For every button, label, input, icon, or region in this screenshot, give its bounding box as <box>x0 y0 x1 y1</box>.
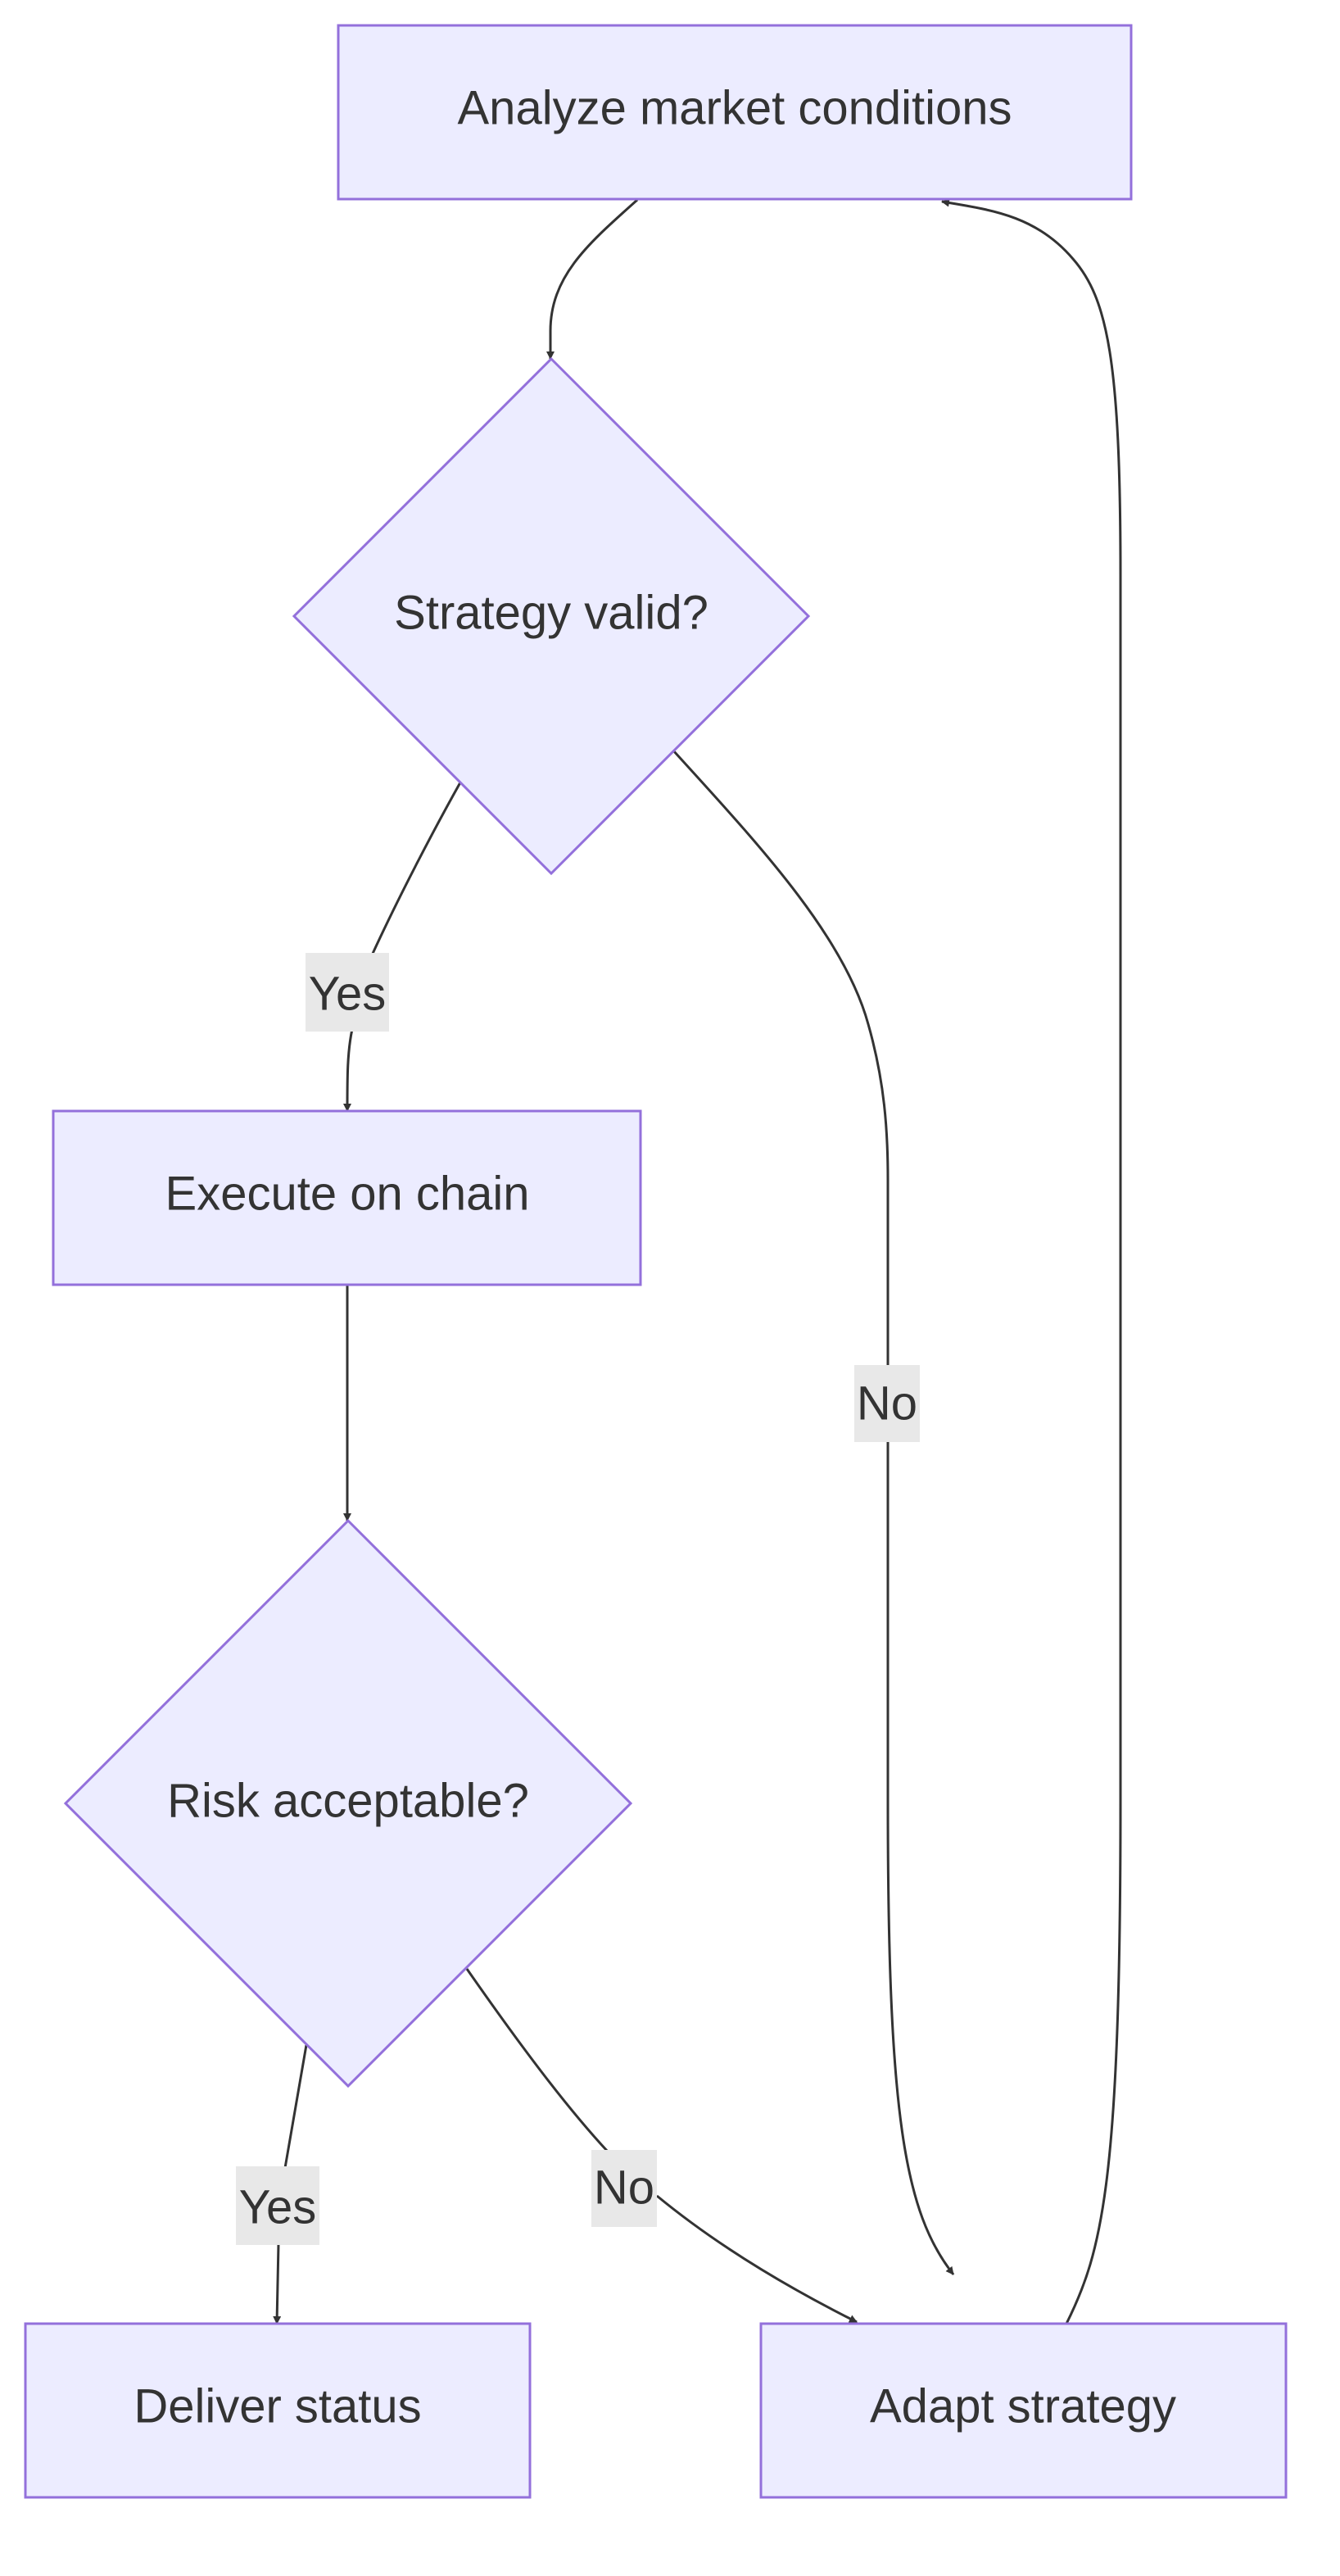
edge-label-bg <box>854 1365 920 1442</box>
edge-analyze-to-strategy <box>546 198 639 360</box>
edge-label-text: Yes <box>239 2181 317 2234</box>
edge-label-text: Yes <box>309 968 387 1021</box>
node-strategy-valid-label: Strategy valid? <box>394 587 708 640</box>
node-adapt-label: Adapt strategy <box>870 2380 1176 2433</box>
node-risk-acceptable-label: Risk acceptable? <box>167 1775 529 1828</box>
edge-label-bg <box>306 953 389 1032</box>
edge-label-text: No <box>857 1377 917 1431</box>
node-strategy-valid: Strategy valid? <box>292 356 811 876</box>
edge-label-strategy-yes: Yes <box>306 953 389 1032</box>
edge-label-risk-no: No <box>591 2150 657 2227</box>
edge-adapt-to-analyze <box>941 198 1122 2324</box>
node-deliver-label: Deliver status <box>134 2380 421 2433</box>
edge-labels: Yes No Yes No <box>236 953 920 2245</box>
edge-label-text: No <box>594 2161 654 2215</box>
node-execute-label: Execute on chain <box>165 1168 530 1221</box>
edge-label-strategy-no: No <box>854 1365 920 1442</box>
node-deliver-shape <box>24 2322 532 2499</box>
edge-strategy-no <box>672 749 953 2274</box>
node-risk-acceptable-shape <box>63 1518 633 2088</box>
node-analyze: Analyze market conditions <box>337 24 1133 201</box>
node-deliver: Deliver status <box>24 2322 532 2499</box>
edge-risk-no <box>465 1968 857 2322</box>
edge-strategy-yes <box>347 782 462 1111</box>
edge-label-bg <box>236 2166 319 2245</box>
node-execute-shape <box>52 1109 642 1286</box>
node-risk-acceptable: Risk acceptable? <box>63 1518 633 2088</box>
node-analyze-shape <box>337 24 1133 201</box>
node-adapt: Adapt strategy <box>759 2322 1288 2499</box>
edge-risk-yes <box>277 2044 308 2324</box>
edges <box>277 198 1122 2324</box>
nodes: Analyze market conditions Strategy valid… <box>24 24 1288 2499</box>
node-adapt-shape <box>759 2322 1288 2499</box>
node-execute: Execute on chain <box>52 1109 642 1286</box>
edge-label-bg <box>591 2150 657 2227</box>
node-strategy-valid-shape <box>292 356 811 876</box>
node-analyze-label: Analyze market conditions <box>458 82 1012 135</box>
edge-label-risk-yes: Yes <box>236 2166 319 2245</box>
